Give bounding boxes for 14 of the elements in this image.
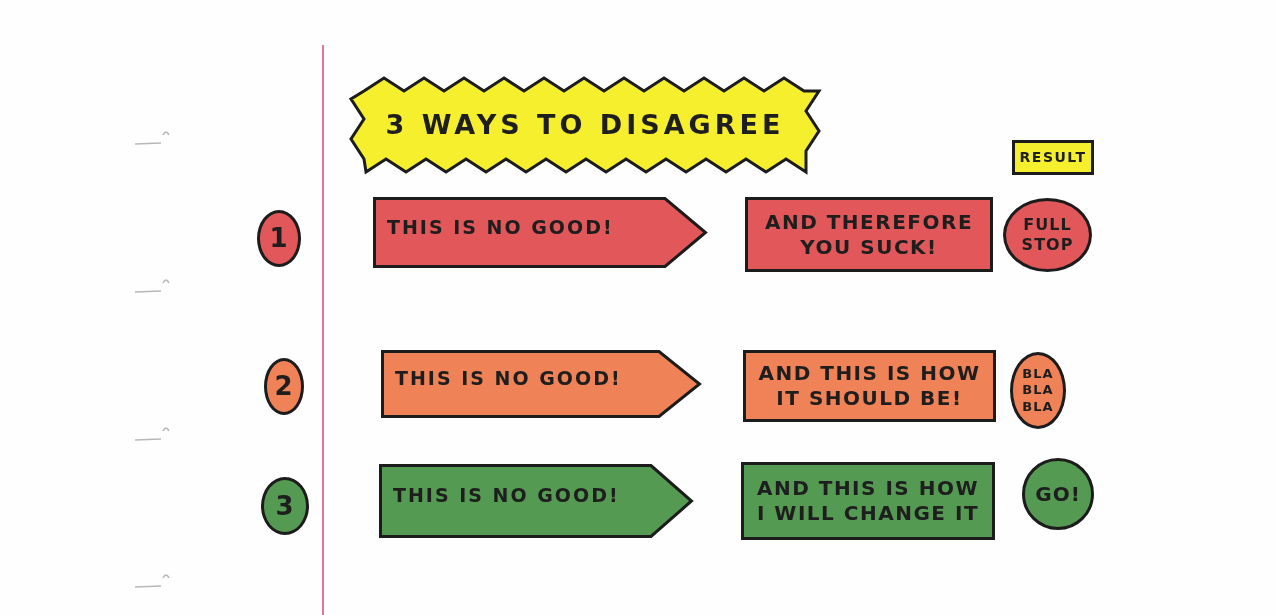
column-header: RESULT (1012, 140, 1094, 175)
result-circle: BLA BLA BLA (1010, 352, 1066, 429)
number-circle: 1 (257, 210, 301, 267)
text-box: AND THIS IS HOW I WILL CHANGE IT (741, 462, 995, 540)
title-starburst: 3 WAYS TO DISAGREE (350, 77, 820, 173)
arrow-shaped-box: THIS IS NO GOOD! (379, 464, 693, 538)
result-circle: GO! (1022, 458, 1094, 530)
text-box: AND THEREFORE YOU SUCK! (745, 197, 993, 272)
result-circle: FULL STOP (1003, 198, 1092, 272)
number-circle: 3 (261, 477, 309, 535)
arrow-shaped-box: THIS IS NO GOOD! (373, 197, 707, 268)
text-box: AND THIS IS HOW IT SHOULD BE! (743, 350, 996, 422)
arrow-shaped-box: THIS IS NO GOOD! (381, 350, 701, 418)
number-circle: 2 (264, 358, 304, 415)
